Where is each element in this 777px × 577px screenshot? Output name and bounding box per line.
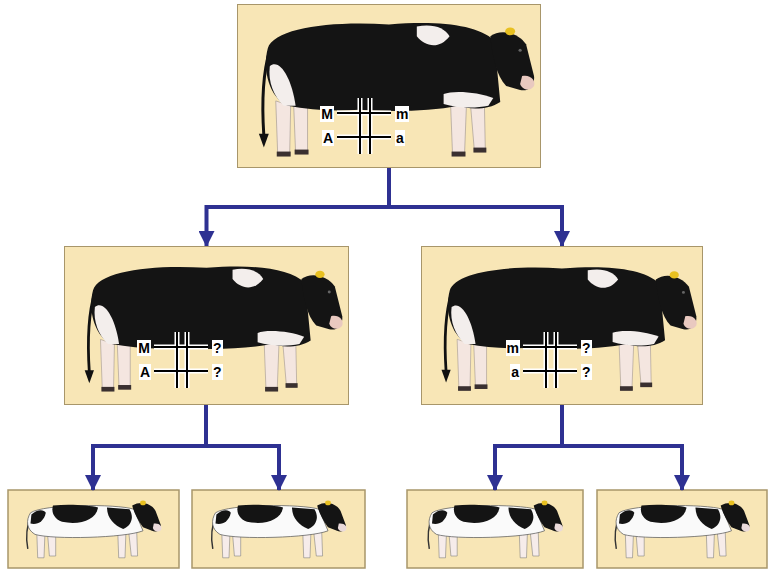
allele-slot: m [395, 105, 411, 122]
offspring-box [597, 490, 767, 568]
offspring-box [407, 490, 583, 568]
offspring-boxes [8, 490, 767, 568]
bull-figure [259, 23, 535, 157]
allele-label: A [139, 364, 151, 380]
cow-box: MmAa [237, 4, 541, 168]
allele-slot: M [318, 105, 334, 122]
allele-slot: ? [212, 363, 228, 380]
bull-figure [441, 267, 696, 391]
allele-label: a [510, 364, 520, 380]
cow-figure [615, 501, 750, 558]
offspring-arrow [204, 405, 208, 446]
offspring-arrow [560, 405, 564, 446]
box-fill [421, 246, 703, 405]
allele-label: m [506, 340, 520, 356]
allele-label: ? [581, 340, 592, 356]
arrow-connector [207, 168, 390, 246]
bull-illustration [85, 23, 697, 392]
chromosome-halo [154, 98, 577, 388]
offspring-box [192, 490, 365, 568]
offspring-arrows [93, 405, 682, 490]
allele-label: ? [212, 340, 223, 356]
offspring-arrow [277, 444, 281, 490]
allele-label: A [322, 130, 334, 146]
bull-figure [85, 266, 343, 391]
allele-slot: ? [581, 339, 597, 356]
allele-slot: a [504, 363, 520, 380]
cow-figure [212, 501, 347, 558]
offspring-arrow [680, 444, 684, 490]
cow-box: M? A? [64, 246, 349, 405]
offspring-arrow [93, 444, 279, 448]
arrow-connector [389, 168, 562, 246]
chromosome-symbol [154, 98, 577, 388]
allele-slot: m [504, 339, 520, 356]
allele-label: M [137, 340, 151, 356]
allele-slot: A [135, 363, 151, 380]
allele-slot: M [135, 339, 151, 356]
allele-slot: a [395, 129, 411, 146]
allele-label: ? [581, 364, 592, 380]
chromosome-lines [154, 98, 577, 388]
offspring-arrow [495, 444, 682, 448]
offspring-arrow [91, 444, 95, 490]
box-fills [64, 4, 703, 405]
cow-box: m? a? [421, 246, 703, 405]
allele-slot: ? [581, 363, 597, 380]
offspring-arrow [493, 444, 497, 490]
allele-label: a [395, 130, 405, 146]
offspring-box [8, 490, 179, 568]
allele-label: M [320, 106, 334, 122]
box-fill [64, 246, 349, 405]
cow-figure [428, 501, 563, 558]
allele-label: m [395, 106, 409, 122]
box-fill [237, 4, 541, 168]
cow-figure [27, 501, 162, 558]
allele-slot: ? [212, 339, 228, 356]
allele-slot: A [318, 129, 334, 146]
allele-label: ? [212, 364, 223, 380]
